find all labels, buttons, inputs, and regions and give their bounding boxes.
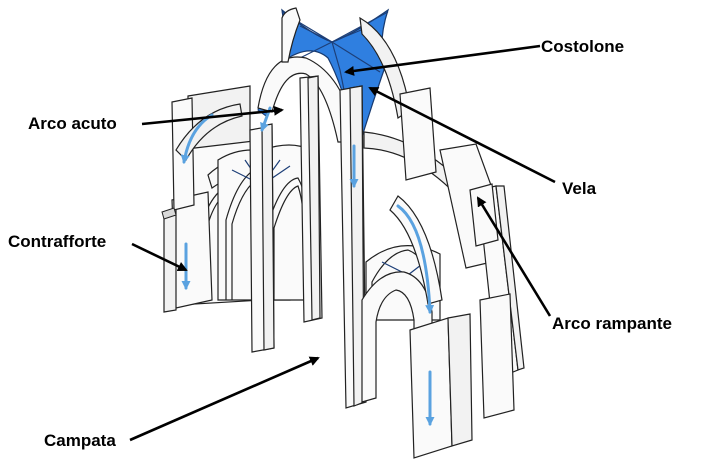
main-piers — [249, 75, 367, 409]
pointer-contrafforte — [131, 242, 188, 272]
pointer-costolone — [344, 44, 541, 76]
label-contrafforte: Contrafforte — [8, 232, 106, 251]
pointer-lines — [129, 44, 556, 442]
label-vela: Vela — [562, 179, 597, 198]
pointer-campata — [129, 356, 320, 442]
left-buttress — [161, 97, 243, 313]
pointed-arch — [257, 7, 411, 143]
label-costolone: Costolone — [541, 37, 624, 56]
pointer-arco-rampante — [476, 196, 552, 317]
labels: Costolone Arco acuto Vela Contrafforte A… — [8, 37, 672, 450]
thrust-arrow-right-upper — [396, 204, 435, 314]
pointer-vela — [368, 86, 556, 184]
label-campata: Campata — [44, 431, 116, 450]
label-arco-acuto: Arco acuto — [28, 114, 117, 133]
label-arco-rampante: Arco rampante — [552, 314, 672, 333]
pointer-arco-acuto — [141, 105, 284, 126]
